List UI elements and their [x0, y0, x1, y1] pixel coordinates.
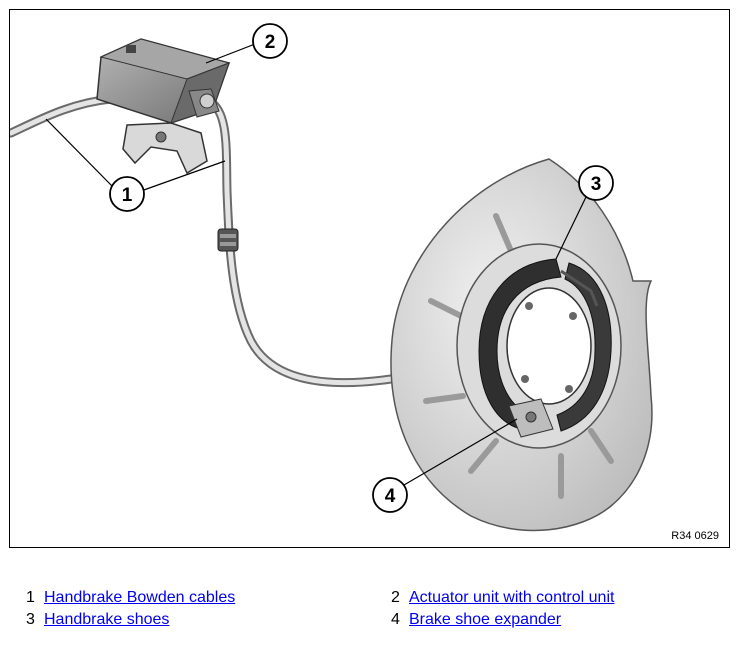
legend-number: 2 — [391, 589, 400, 606]
legend-number: 4 — [391, 611, 400, 628]
callout-3-label: 3 — [591, 174, 602, 195]
actuator-unit — [96, 38, 231, 175]
legend-item: 1 Handbrake Bowden cables — [26, 587, 235, 609]
callout-1-label: 1 — [122, 185, 133, 206]
brake-diagram: 1 2 3 4 — [10, 23, 653, 532]
bowden-cable-right — [204, 96, 396, 388]
callout-4: 4 — [372, 477, 408, 513]
bowden-cable-left — [10, 94, 116, 138]
legend-link-actuator-unit[interactable]: Actuator unit with control unit — [409, 589, 615, 606]
legend-link-brake-shoe-expander[interactable]: Brake shoe expander — [409, 611, 562, 628]
legend-item: 3 Handbrake shoes — [26, 609, 235, 631]
callout-4-label: 4 — [385, 486, 396, 507]
callout-1: 1 — [109, 176, 145, 212]
callout-2: 2 — [252, 23, 288, 59]
legend-link-handbrake-bowden-cables[interactable]: Handbrake Bowden cables — [44, 589, 236, 606]
legend-item: 4 Brake shoe expander — [391, 609, 614, 631]
legend-number: 1 — [26, 589, 35, 606]
legend-number: 3 — [26, 611, 35, 628]
callout-3: 3 — [578, 165, 614, 201]
legend-item: 2 Actuator unit with control unit — [391, 587, 614, 609]
brake-shoe-expander — [508, 269, 599, 438]
figure-frame: 1 2 3 4 R34 0629 — [9, 9, 730, 548]
legend-column-left: 1 Handbrake Bowden cables 3 Handbrake sh… — [26, 587, 235, 631]
legend-column-right: 2 Actuator unit with control unit 4 Brak… — [391, 587, 614, 631]
legend-link-handbrake-shoes[interactable]: Handbrake shoes — [44, 611, 170, 628]
callout-2-label: 2 — [265, 32, 276, 53]
callout-leaders — [45, 43, 587, 486]
figure-code: R34 0629 — [671, 530, 719, 542]
